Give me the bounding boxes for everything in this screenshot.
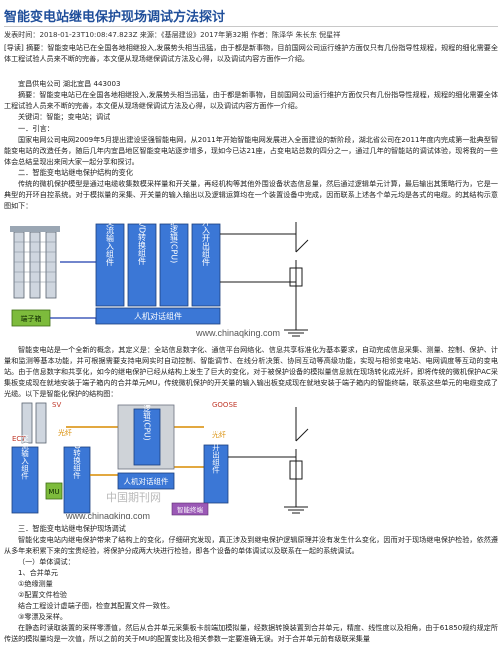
list-item: （一）单体调试： bbox=[18, 557, 75, 566]
title-divider bbox=[4, 26, 498, 27]
fig1-hmi-label: 人机对话组件 bbox=[134, 311, 182, 321]
breaker-symbol-icon bbox=[228, 407, 309, 514]
goose-label: GOOSE bbox=[212, 401, 237, 409]
unit-test-list: （一）单体调试： 1、合并单元 ①绝缘测量 ②配置文件检验 结合工程设计虚端子图… bbox=[18, 556, 498, 622]
digest: [导读] 摘要：智能变电站已在全国各地相继投入,发展势头相当迅猛，由于都是新事物… bbox=[4, 43, 498, 63]
ct-insulator-icon bbox=[10, 226, 60, 299]
sampling-paragraph: 在静态时读取装置的采样零漂值，然后从合并单元采集板卡前端加模拟量，经数据转换装置… bbox=[4, 623, 498, 643]
fiber-label-2: 光纤 bbox=[212, 430, 226, 439]
section-3-heading: 三．智能变电站继电保护现场调试 bbox=[18, 524, 126, 533]
fig2-ad-label: A/D转换组件 bbox=[72, 435, 81, 480]
ect-label: ECT bbox=[12, 435, 26, 443]
fig2-hmi-label: 人机对话组件 bbox=[124, 476, 169, 486]
fig2-logo: 中国期刊网 bbox=[106, 491, 161, 504]
mu-label: MU bbox=[48, 488, 59, 496]
fig2-io-label: 开入开出组件 bbox=[211, 428, 220, 475]
list-item: 1、合并单元 bbox=[18, 568, 58, 577]
article-title: 智能变电站继电保护现场调试方法探讨 bbox=[4, 10, 226, 25]
fig2-watermark: www.chinaqking.com bbox=[65, 511, 150, 519]
fiber-label-1: 光纤 bbox=[58, 428, 72, 437]
fig2-cpu-label: 保护逻辑(CPU) bbox=[142, 397, 151, 441]
section-2-heading: 二．智能变电站继电保护结构的变化 bbox=[18, 168, 134, 177]
publication-meta: 发表时间：2018-01-23T10:08:47.823Z 来源：《基层建设》2… bbox=[4, 30, 341, 39]
breaker-symbol-icon bbox=[220, 222, 309, 337]
list-item: ①绝缘测量 bbox=[18, 579, 53, 588]
list-item: 结合工程设计虚端子图，检查其配置文件一致性。 bbox=[18, 601, 175, 610]
section-1-heading: 一．引言： bbox=[18, 124, 54, 133]
figure-traditional-structure: 端子箱 交流输入组件 A/D转换组件 保护逻辑(CPU) 开入开出组件 人机对话… bbox=[6, 212, 496, 340]
section-3-body: 智能化变电站内继电保护带来了结构上的变化，仔细研究发现，真正涉及到继电保护逻辑原… bbox=[4, 535, 498, 555]
fig1-cpu-label: 保护逻辑(CPU) bbox=[170, 212, 179, 263]
section-2-body-2: 智能变电站是一个全新的概念，其定义是：全站信息数字化、通信平台网络化、信息共享标… bbox=[4, 345, 498, 398]
fig2-ac-input-label: 交流输入组件 bbox=[20, 433, 29, 481]
keywords: 关键词：智能；变电站；调试 bbox=[18, 112, 111, 121]
fig1-watermark: www.chinaqking.com bbox=[195, 328, 280, 338]
affiliation: 宜昌供电公司 湖北宜昌 443003 bbox=[18, 79, 121, 88]
fig1-io-label: 开入开出组件 bbox=[202, 218, 211, 267]
list-item: ③零漂及采样。 bbox=[18, 612, 67, 621]
list-item: ②配置文件检验 bbox=[18, 590, 67, 599]
terminal-box-label: 端子箱 bbox=[21, 314, 42, 323]
smart-terminal-label: 智能终端 bbox=[177, 505, 204, 514]
abstract: 摘要：智能变电站已在全国各地相继投入,发展势头相当迅猛，由于都是新事物，目前国网… bbox=[4, 90, 498, 110]
fig1-ad-label: A/D转换组件 bbox=[138, 219, 147, 266]
figure-smart-structure: ECT SV 光纤 MU 交流输入组件 A/D转换组件 保护逻辑(CPU) bbox=[6, 397, 496, 519]
section-2-body: 传统的微机保护模型是通过电缆收集数模采样量和开关量，再经机构等其他外围设备状态信… bbox=[4, 179, 498, 210]
ect-insulator-icon bbox=[21, 402, 47, 444]
section-1-body: 国家电网公司电网2009年5月提出建设坚强智能电网，从2011年开始智能电网发展… bbox=[4, 135, 498, 166]
sv-label: SV bbox=[52, 401, 61, 409]
fig1-ac-input-label: 交流输入组件 bbox=[106, 217, 115, 267]
